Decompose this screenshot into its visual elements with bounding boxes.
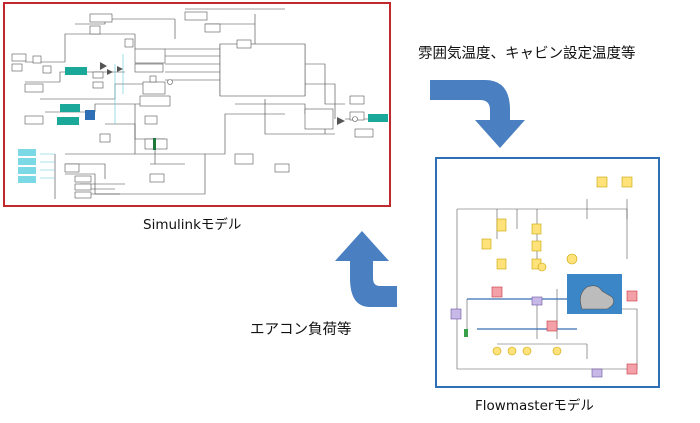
flowmaster-network-diagram <box>450 176 638 378</box>
simulink-block-diagram <box>11 8 388 199</box>
to-flowmaster-input-label: 雰囲気温度、キャビン設定温度等 <box>418 46 636 62</box>
flowmaster-model-diagram <box>435 157 660 388</box>
simulink-model-diagram <box>3 2 391 207</box>
flowmaster-caption: Flowmasterモデル <box>475 398 594 414</box>
curved-arrow-up-icon <box>335 231 397 307</box>
curved-arrow-down-icon <box>430 80 525 148</box>
to-simulink-output-label: エアコン負荷等 <box>250 322 352 338</box>
simulink-caption: Simulinkモデル <box>143 217 242 233</box>
